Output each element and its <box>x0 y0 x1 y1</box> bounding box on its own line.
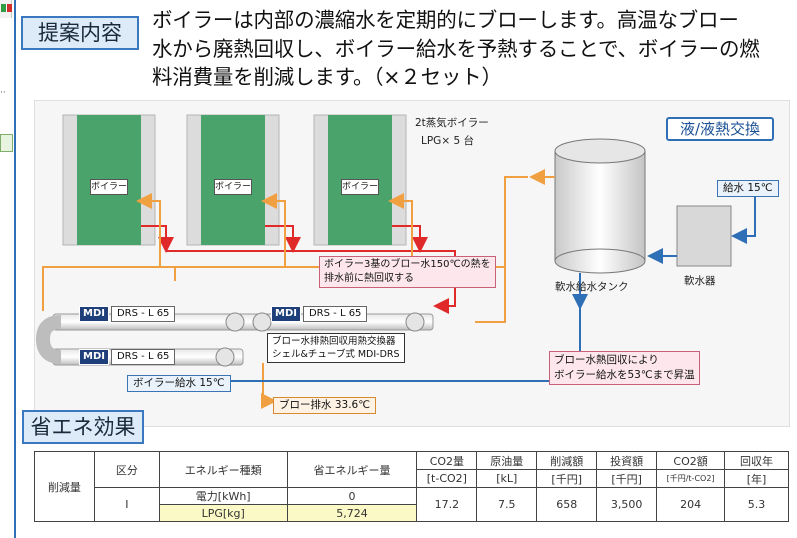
toolbar-fragment <box>0 0 12 18</box>
header-cut-unit: [千円] <box>536 469 598 488</box>
water-softener <box>676 205 732 267</box>
cell-type-electric: 電力[kWh] <box>158 487 288 505</box>
hx-model-3: DRS - L 65 <box>110 349 176 365</box>
hx-description: ブロー水排熱回収用熱交換器 シェル&チューブ式 MDI-DRS <box>267 333 405 363</box>
boiler-spec-2: LPG× 5 台 <box>421 135 474 147</box>
blow-heat-note: ボイラー3基のブロー水150℃の熱を 排水前に熱回収する <box>319 256 496 288</box>
system-diagram: ボイラー ボイラー ボイラー 2t蒸気ボイラー LPG× 5 台 液/液熱交換 … <box>34 100 790 427</box>
boiler-feed-label: ボイラー給水 15℃ <box>127 375 231 392</box>
mdi-logo-icon: MDI <box>79 349 109 365</box>
effect-table: 削減量 区分 エネルギー種類 省エネルギー量 CO2量 原油量 削減額 投資額 … <box>34 451 789 522</box>
slide-left-border <box>14 0 797 538</box>
cell-oil: 7.5 <box>476 487 538 522</box>
softener-label: 軟水器 <box>684 275 716 287</box>
preheated-feed-lines <box>42 169 555 409</box>
table-header-row-2: [t-CO2] [kL] [千円] [千円] [千円/t-CO2] [年] <box>35 469 789 488</box>
cell-saving-lpg: 5,724 <box>286 504 418 522</box>
header-co2: CO2量 <box>416 451 478 470</box>
mdi-logo-icon: MDI <box>271 306 301 322</box>
boiler-spec-1: 2t蒸気ボイラー <box>415 117 489 129</box>
tank-label: 軟水給水タンク <box>555 281 629 293</box>
header-co2amt-unit: [千円/t-CO2] <box>656 469 726 488</box>
cell-kubun: Ⅰ <box>93 487 160 522</box>
clipped-dots: ·· <box>0 88 6 98</box>
table-header-row-1: 削減量 区分 エネルギー種類 省エネルギー量 CO2量 原油量 削減額 投資額 … <box>34 451 789 522</box>
header-invest-unit: [千円] <box>596 469 658 488</box>
header-oil: 原油量 <box>476 451 538 470</box>
cell-co2: 17.2 <box>416 487 478 522</box>
boiler-label-1: ボイラー <box>90 179 128 195</box>
recovery-note: ブロー水熱回収により ボイラー給水を53℃まで昇温 <box>549 351 700 385</box>
hx-description-line-2: シェル&チューブ式 MDI-DRS <box>272 349 400 360</box>
recovery-note-line-1: ブロー水熱回収により <box>554 354 659 366</box>
blow-drain-label: ブロー排水 33.6℃ <box>273 397 377 414</box>
clipped-button-fragment[interactable] <box>0 134 13 152</box>
recovery-note-line-2: ボイラー給水を53℃まで昇温 <box>554 369 695 381</box>
boiler-label-2: ボイラー <box>214 179 252 195</box>
cell-payback: 5.3 <box>724 487 789 522</box>
table-row: LPG[kg] 5,724 <box>35 504 789 522</box>
blow-heat-note-line-2: 排水前に熱回収する <box>324 273 414 284</box>
blow-heat-note-line-1: ボイラー3基のブロー水150℃の熱を <box>324 259 491 270</box>
cell-type-lpg: LPG[kg] <box>158 504 288 522</box>
exchange-type-badge: 液/液熱交換 <box>666 117 774 141</box>
header-oil-unit: [kL] <box>476 469 538 488</box>
cell-cut: 658 <box>536 487 598 522</box>
left-clipped-strip: ·· <box>0 0 14 538</box>
table-row: Ⅰ 電力[kWh] 0 17.2 7.5 658 3,500 204 5.3 <box>35 487 789 522</box>
hx-model-1: DRS - L 65 <box>110 306 176 322</box>
header-kubun: 区分 <box>93 451 160 488</box>
header-saving: 省エネルギー量 <box>286 451 418 488</box>
hx-model-2: DRS - L 65 <box>302 306 368 322</box>
effect-tag: 省エネ効果 <box>22 410 144 444</box>
softened-water-tank <box>554 138 646 274</box>
proposal-tag: 提案内容 <box>21 16 139 50</box>
headline-line-3: 料消費量を削減します。（×２セット） <box>152 65 502 89</box>
row-header-cell: 削減量 <box>34 451 95 522</box>
header-payback: 回収年 <box>724 451 789 470</box>
header-co2-unit: [t-CO2] <box>416 469 478 488</box>
cell-co2amt: 204 <box>656 487 726 522</box>
header-co2amt: CO2額 <box>656 451 726 470</box>
header-payback-unit: [年] <box>724 469 789 488</box>
cell-saving-electric: 0 <box>286 487 418 505</box>
headline-line-1: ボイラーは内部の濃縮水を定期的にブローします。高温なブロー <box>152 8 739 32</box>
boiler-label-3: ボイラー <box>341 179 379 195</box>
cell-invest: 3,500 <box>596 487 658 522</box>
header-energy-type: エネルギー種類 <box>158 451 288 488</box>
headline-line-2: 水から廃熱回収し、ボイラー給水を予熱することで、ボイラーの燃 <box>152 36 760 61</box>
header-cut: 削減額 <box>536 451 598 470</box>
headline: ボイラーは内部の濃縮水を定期的にブローします。高温なブロー 水から廃熱回収し、ボ… <box>152 6 792 92</box>
hx-description-line-1: ブロー水排熱回収用熱交換器 <box>272 336 396 347</box>
header-invest: 投資額 <box>596 451 658 470</box>
mdi-logo-icon: MDI <box>79 306 109 322</box>
feed-water-label: 給水 15℃ <box>717 180 779 197</box>
